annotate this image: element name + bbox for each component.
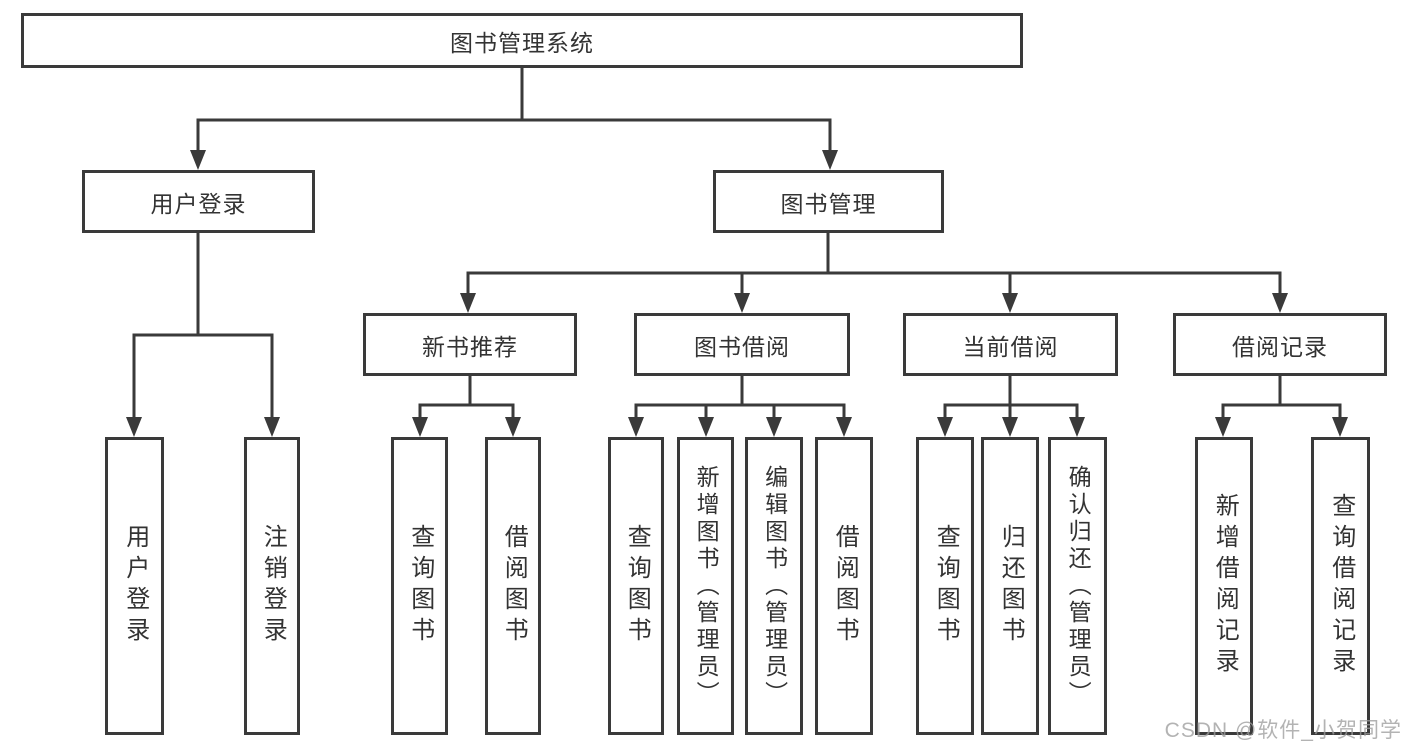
arrowheads: [126, 150, 1348, 437]
arrowhead: [505, 417, 521, 437]
leaf-user-login: 用户登录: [105, 437, 164, 735]
connector-borrow-fork: [634, 376, 846, 419]
arrowhead: [698, 417, 714, 437]
node-current-borrow: 当前借阅: [903, 313, 1118, 376]
arrowhead: [628, 417, 644, 437]
leaf-query-borrow-record: 查询借阅记录: [1311, 437, 1370, 735]
connector-records-fork: [1221, 376, 1342, 419]
node-book-management: 图书管理: [713, 170, 944, 233]
arrowhead: [1002, 293, 1018, 313]
leaf-logout-login: 注销登录: [244, 437, 300, 735]
connector-current-fork: [943, 376, 1079, 419]
arrowhead: [836, 417, 852, 437]
arrowhead: [937, 417, 953, 437]
node-new-book-recommend: 新书推荐: [363, 313, 577, 376]
connector-userlogin-fork: [132, 232, 274, 419]
leaf-edit-book-admin: 编辑图书（管理员）: [745, 437, 803, 735]
leaf-borrow-books-recommend: 借阅图书: [485, 437, 541, 735]
node-borrow-records: 借阅记录: [1173, 313, 1387, 376]
arrowhead: [264, 417, 280, 437]
leaf-add-book-admin: 新增图书（管理员）: [677, 437, 734, 735]
arrowhead: [190, 150, 206, 170]
arrowhead: [1332, 417, 1348, 437]
csdn-watermark: CSDN @软件_小贺同学: [1164, 719, 1402, 742]
arrowhead: [1215, 417, 1231, 437]
arrowhead: [460, 293, 476, 313]
leaf-confirm-return-admin: 确认归还（管理员）: [1048, 437, 1107, 735]
connector-recommend-fork: [418, 376, 515, 419]
connector-root-fork: [196, 67, 832, 153]
node-book-borrow: 图书借阅: [634, 313, 850, 376]
arrowhead: [126, 417, 142, 437]
leaf-borrow-books-borrow: 借阅图书: [815, 437, 873, 735]
arrowhead: [1272, 293, 1288, 313]
arrowhead: [822, 150, 838, 170]
connector-bookmgmt-fork: [466, 232, 1282, 295]
leaf-query-books-borrow: 查询图书: [608, 437, 664, 735]
leaf-add-borrow-record: 新增借阅记录: [1195, 437, 1253, 735]
arrowhead: [766, 417, 782, 437]
node-user-login: 用户登录: [82, 170, 315, 233]
arrowhead: [1069, 417, 1085, 437]
leaf-query-books-current: 查询图书: [916, 437, 974, 735]
arrowhead: [734, 293, 750, 313]
arrowhead: [412, 417, 428, 437]
arrowhead: [1002, 417, 1018, 437]
leaf-return-book: 归还图书: [981, 437, 1039, 735]
leaf-query-books-recommend: 查询图书: [391, 437, 448, 735]
node-root-system: 图书管理系统: [21, 13, 1023, 68]
